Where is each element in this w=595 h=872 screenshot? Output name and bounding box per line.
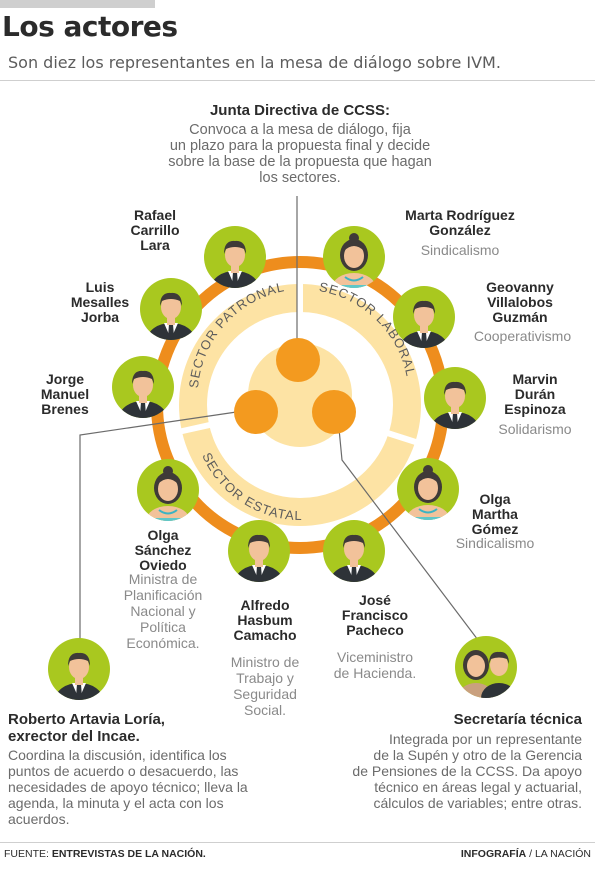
roberto-title: Roberto Artavia Loría, exrector del Inca… xyxy=(8,711,165,745)
top-bar xyxy=(0,0,155,8)
rafael-avatar xyxy=(204,226,266,288)
roberto-avatar xyxy=(48,638,110,700)
olgas-avatar xyxy=(137,459,199,521)
junta-title: Junta Directiva de CCSS: xyxy=(209,102,391,119)
marta-role: Sindicalismo xyxy=(420,242,500,258)
geovanny-avatar xyxy=(393,286,455,348)
jose-role: Viceministro de Hacienda. xyxy=(333,649,417,681)
coordinator-circle xyxy=(234,390,278,434)
jorge-avatar xyxy=(112,356,174,418)
header-divider xyxy=(0,80,595,81)
marta-avatar xyxy=(323,226,385,288)
secretaria-avatar xyxy=(455,636,517,698)
olgas-name: Olga Sánchez Oviedo xyxy=(134,527,192,573)
luis-name: Luis Mesalles Jorba xyxy=(70,279,130,325)
footer-credit: INFOGRAFÍA / LA NACIÓN xyxy=(460,848,591,860)
secretaria-circle xyxy=(312,390,356,434)
marvin-role: Solidarismo xyxy=(498,421,572,437)
geovanny-name: Geovanny Villalobos Guzmán xyxy=(486,279,554,325)
junta-text: Convoca a la mesa de diálogo, fija un pl… xyxy=(168,122,432,186)
geovanny-role: Cooperativismo xyxy=(473,328,572,344)
olgas-role: Ministra de Planificación Nacional y Pol… xyxy=(123,571,203,651)
jorge-name: Jorge Manuel Brenes xyxy=(40,371,90,417)
alfredo-name: Alfredo Hasbum Camacho xyxy=(233,597,297,643)
marvin-name: Marvin Durán Espinoza xyxy=(504,371,566,417)
page-subtitle: Son diez los representantes en la mesa d… xyxy=(8,53,501,72)
footer-divider xyxy=(0,842,595,843)
alfredo-avatar xyxy=(228,520,290,582)
rafael-name: Rafael Carrillo Lara xyxy=(130,207,180,253)
jose-name: José Francisco Pacheco xyxy=(341,592,409,638)
alfredo-role: Ministro de Trabajo y Seguridad Social. xyxy=(230,654,300,718)
roberto-text: Coordina la discusión, identifica los pu… xyxy=(8,747,248,827)
olgam-avatar xyxy=(397,458,459,520)
marta-name: Marta Rodríguez González xyxy=(405,207,515,238)
footer-source: FUENTE: ENTREVISTAS DE LA NACIÓN. xyxy=(4,848,206,860)
secretaria-title: Secretaría técnica xyxy=(453,711,582,728)
luis-avatar xyxy=(140,278,202,340)
marvin-avatar xyxy=(424,367,486,429)
junta-circle xyxy=(276,338,320,382)
secretaria-text: Integrada por un representante de la Sup… xyxy=(352,731,582,811)
jose-avatar xyxy=(323,520,385,582)
olgam-name: Olga Martha Gómez xyxy=(471,491,519,537)
roberto-connector xyxy=(79,409,251,640)
page-title: Los actores xyxy=(2,10,178,43)
olgam-role: Sindicalismo xyxy=(455,535,535,551)
